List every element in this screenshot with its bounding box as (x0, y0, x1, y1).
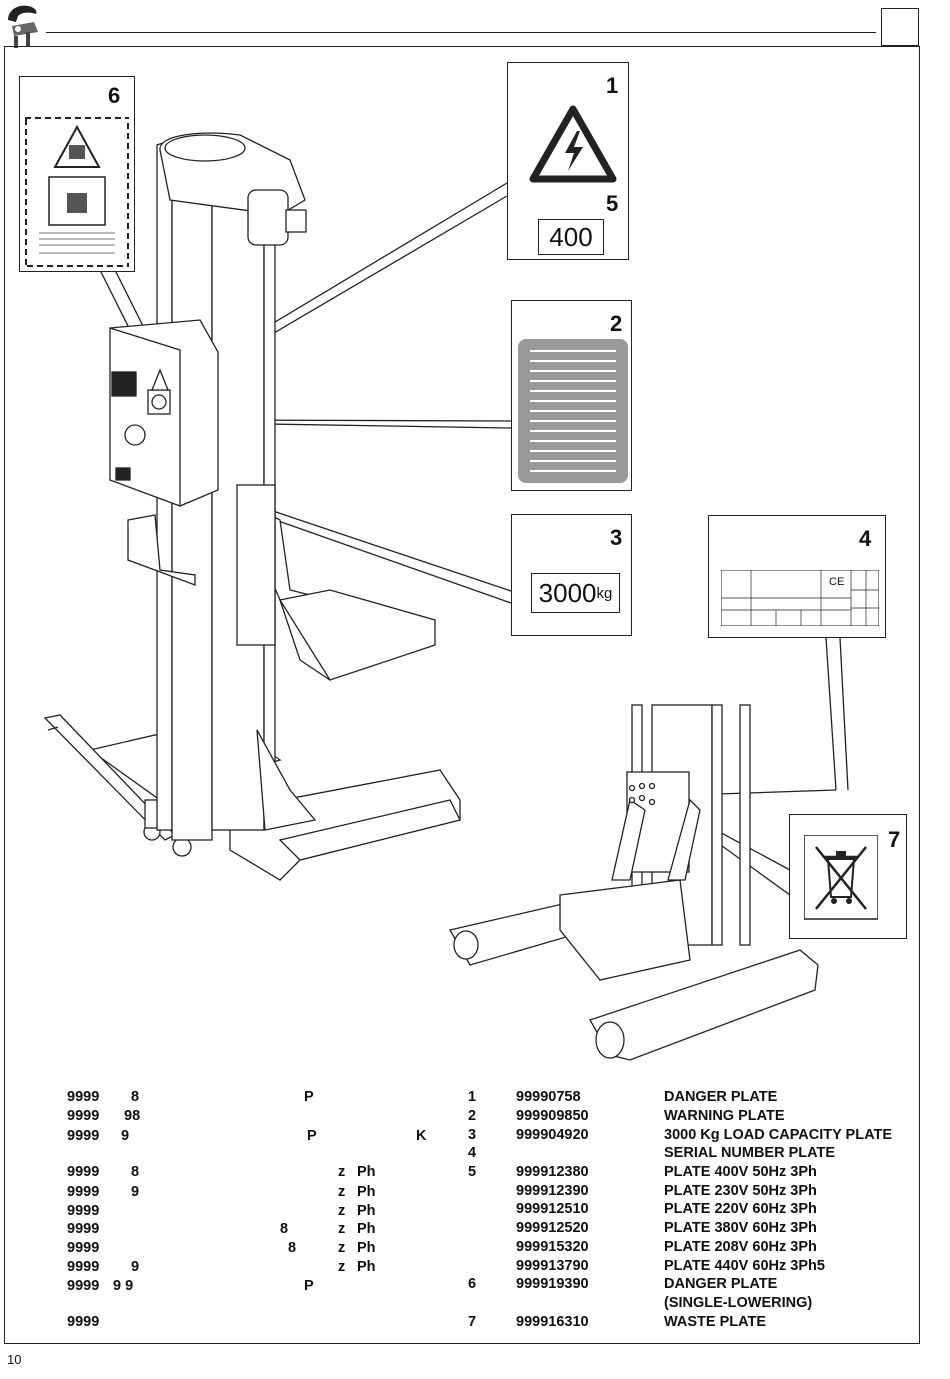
left-code-cell: 8 (288, 1240, 297, 1256)
parts-desc: (SINGLE-LOWERING) (664, 1295, 813, 1311)
callout-number-7: 7 (888, 827, 901, 852)
left-code-cell: 98 (124, 1108, 141, 1124)
left-code-cell: 9999 (67, 1259, 100, 1275)
left-code-cell: 9 (131, 1184, 140, 1200)
parts-num: 7 (468, 1314, 477, 1330)
parts-num: 5 (468, 1164, 477, 1180)
load-capacity-value: 3000 (538, 578, 597, 608)
parts-num: 1 (468, 1089, 477, 1105)
parts-code: 999912390 (516, 1183, 589, 1199)
left-code-cell: Ph (357, 1203, 376, 1219)
warning-plate-icon (518, 339, 628, 483)
parts-desc: PLATE 380V 60Hz 3Ph (664, 1220, 817, 1236)
ce-mark: CE (829, 576, 845, 588)
load-capacity-unit: kg (596, 585, 613, 602)
parts-desc: WASTE PLATE (664, 1314, 767, 1330)
page-number: 10 (7, 1352, 22, 1367)
serial-number-plate-icon (721, 570, 879, 626)
left-code-cell: 9999 (67, 1164, 100, 1180)
parts-code: 999912380 (516, 1164, 589, 1180)
parts-code: 999904920 (516, 1127, 589, 1143)
parts-num: 6 (468, 1276, 477, 1292)
left-code-cell: 8 (131, 1164, 140, 1180)
left-code-cell: K (416, 1128, 427, 1144)
parts-code: 999913790 (516, 1258, 589, 1274)
left-code-cell: 8 (131, 1089, 140, 1105)
left-code-cell: z (338, 1240, 346, 1256)
left-code-cell: 9999 (67, 1314, 100, 1330)
parts-desc: PLATE 220V 60Hz 3Ph (664, 1201, 817, 1217)
left-code-cell: Ph (357, 1221, 376, 1237)
left-code-cell: Ph (357, 1164, 376, 1180)
parts-desc: PLATE 440V 60Hz 3Ph5 (664, 1258, 825, 1274)
callout-number-5: 5 (606, 191, 619, 216)
load-capacity-plate: 3000kg (531, 573, 620, 613)
left-code-cell: 9999 (67, 1203, 100, 1219)
left-code-cell: 9999 (67, 1184, 100, 1200)
header-rule (46, 32, 876, 33)
parts-code: 999915320 (516, 1239, 589, 1255)
single-lowering-danger-plate-icon (25, 117, 129, 267)
left-code-cell: 9999 (67, 1089, 100, 1105)
left-code-cell: 9999 (67, 1240, 100, 1256)
parts-desc: 3000 Kg LOAD CAPACITY PLATE (664, 1127, 893, 1143)
left-code-cell: P (304, 1278, 314, 1294)
parts-desc: WARNING PLATE (664, 1108, 785, 1124)
left-code-cell: 9999 (67, 1278, 100, 1294)
left-code-cell: z (338, 1221, 346, 1237)
left-code-cell: 8 (280, 1221, 289, 1237)
left-code-cell: Ph (357, 1259, 376, 1275)
parts-desc: PLATE 208V 60Hz 3Ph (664, 1239, 817, 1255)
electric-hazard-icon (529, 105, 617, 183)
left-code-cell: Ph (357, 1240, 376, 1256)
parts-desc: DANGER PLATE (664, 1276, 778, 1292)
brand-logo-icon (4, 2, 44, 50)
parts-desc: SERIAL NUMBER PLATE (664, 1145, 836, 1161)
left-code-cell: P (304, 1089, 314, 1105)
left-code-cell: z (338, 1259, 346, 1275)
callout-number-3: 3 (610, 525, 623, 550)
parts-desc: PLATE 400V 50Hz 3Ph (664, 1164, 817, 1180)
waste-bin-crossed-icon (804, 835, 878, 920)
left-code-cell: 9 (131, 1259, 140, 1275)
callout-panel-2: 2 (511, 300, 632, 491)
left-code-cell: z (338, 1184, 346, 1200)
left-code-cell: 9 (121, 1128, 130, 1144)
parts-num: 3 (468, 1127, 477, 1143)
parts-desc: PLATE 230V 50Hz 3Ph (664, 1183, 817, 1199)
page-frame (4, 46, 920, 1344)
callout-number-6: 6 (108, 83, 121, 108)
callout-number-1: 1 (606, 73, 619, 98)
voltage-plate: 400 (538, 219, 604, 255)
parts-code: 999912510 (516, 1201, 589, 1217)
left-code-cell: 9 9 (113, 1278, 134, 1294)
callout-panel-6: 6 (19, 76, 135, 272)
parts-code: 999912520 (516, 1220, 589, 1236)
callout-number-2: 2 (610, 311, 623, 336)
parts-code: 999919390 (516, 1276, 589, 1292)
parts-desc: DANGER PLATE (664, 1089, 778, 1105)
callout-panel-7: 7 (789, 814, 907, 939)
callout-number-4: 4 (859, 526, 872, 551)
parts-code: 99990758 (516, 1089, 581, 1105)
left-code-cell: P (307, 1128, 317, 1144)
parts-code: 999916310 (516, 1314, 589, 1330)
left-code-cell: z (338, 1203, 346, 1219)
left-code-cell: 9999 (67, 1221, 100, 1237)
left-code-cell: 9999 (67, 1108, 100, 1124)
parts-num: 4 (468, 1145, 477, 1161)
left-code-cell: z (338, 1164, 346, 1180)
parts-num: 2 (468, 1108, 477, 1124)
voltage-plate-label: 400 (549, 222, 593, 252)
parts-code: 999909850 (516, 1108, 589, 1124)
callout-panel-4: 4 CE (708, 515, 886, 638)
left-code-cell: 9999 (67, 1128, 100, 1144)
header-page-box (881, 8, 919, 46)
left-code-cell: Ph (357, 1184, 376, 1200)
